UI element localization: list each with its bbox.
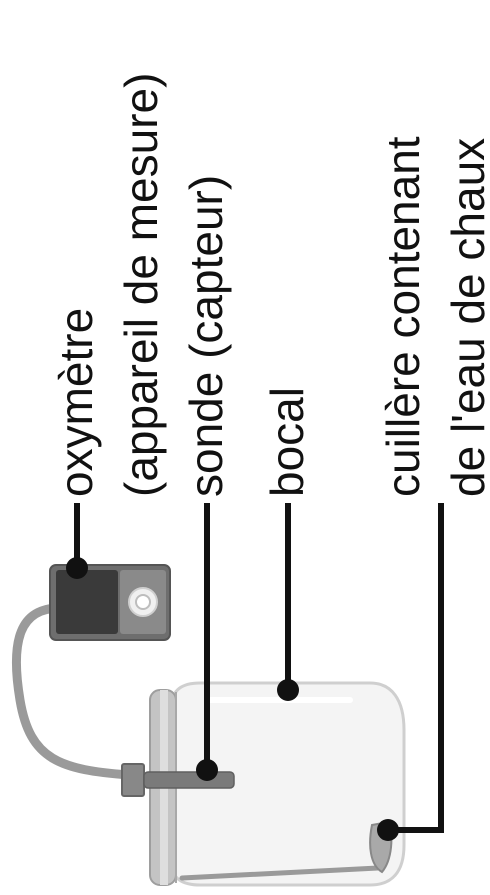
label-appareil: (appareil de mesure) [115,73,167,497]
oxymeter-device-icon [49,564,171,641]
leader-line-cuillere [388,503,444,833]
leader-dot-sonde [196,759,218,781]
leader-dot-bocal [277,679,299,701]
label-cuillere-line1: cuillère contenant [377,136,429,497]
label-cuillere-line2: de l'eau de chaux [442,138,490,497]
leader-dot-oxymetre [66,557,88,579]
label-sonde: sonde (capteur) [180,175,232,497]
leader-dot-cuillere [377,819,399,841]
label-bocal: bocal [261,387,313,497]
cable [11,603,135,780]
label-oxymetre: oxymètre [50,308,102,497]
